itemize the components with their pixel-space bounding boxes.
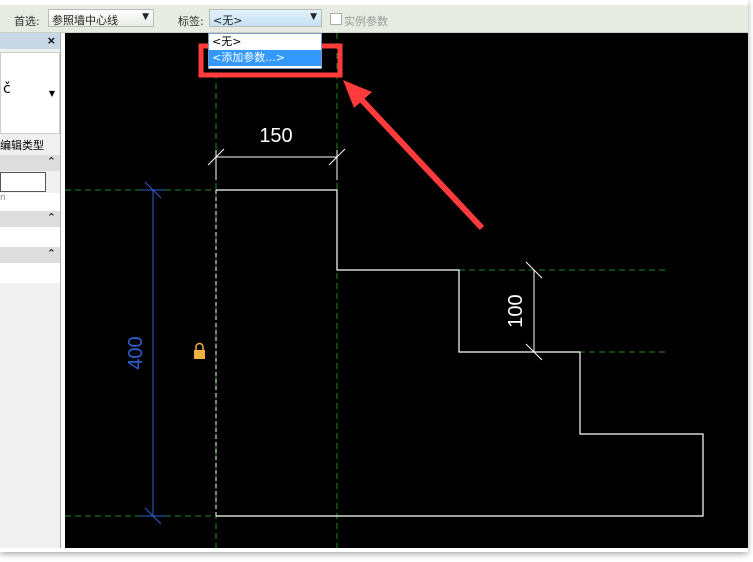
close-icon[interactable]: × [46,34,56,47]
dimension-400 [140,181,166,525]
tag-combo[interactable]: <无> ▼ [209,9,322,27]
type-selector[interactable]: č [3,81,11,97]
drawing-canvas[interactable] [65,33,748,548]
dim-150-text: 150 [259,125,292,147]
tag-value: <无> [213,14,243,27]
options-bar: 首选: 参照墙中心线 ▼ 标签: <无> ▼ 实例参数 [0,5,748,33]
tag-label: 标签: [178,15,204,28]
dimension-150 [207,148,346,180]
property-field[interactable] [0,172,46,192]
property-row [0,263,60,283]
stair-profile [216,189,704,517]
instance-param-checkbox[interactable] [330,13,342,25]
prefer-label: 首选: [14,15,40,28]
dim-100-text: 100 [505,294,527,327]
collapse-icon[interactable]: ⌃ [0,211,60,227]
dropdown-option-none[interactable]: <无> [212,35,242,48]
properties-panel: × č ▼ 编辑类型 ⌃ n ⌃ ⌃ [0,33,61,548]
chevron-down-icon[interactable]: ▼ [48,89,55,98]
chevron-down-icon: ▼ [142,12,149,22]
dropdown-option-add-parameter[interactable]: <添加参数...> [209,50,321,66]
dim-400-text: 400 [125,336,147,369]
property-row [0,227,60,247]
edit-type-button[interactable]: 编辑类型 [0,139,44,152]
collapse-icon[interactable]: ⌃ [0,247,60,263]
property-row: n [0,193,60,211]
chevron-down-icon: ▼ [310,12,317,22]
lock-icon [194,342,205,359]
reference-planes [65,33,700,548]
instance-param-label: 实例参数 [344,15,388,28]
tag-dropdown-list: <无> <添加参数...> [208,33,322,69]
prefer-combo[interactable]: 参照墙中心线 ▼ [48,9,154,27]
window: 首选: 参照墙中心线 ▼ 标签: <无> ▼ 实例参数 × č ▼ 编辑类型 ⌃ n … [0,5,748,548]
dimension-100 [525,261,543,361]
collapse-icon[interactable]: ⌃ [0,155,60,171]
arrow-icon [343,80,485,231]
prefer-value: 参照墙中心线 [52,14,118,27]
